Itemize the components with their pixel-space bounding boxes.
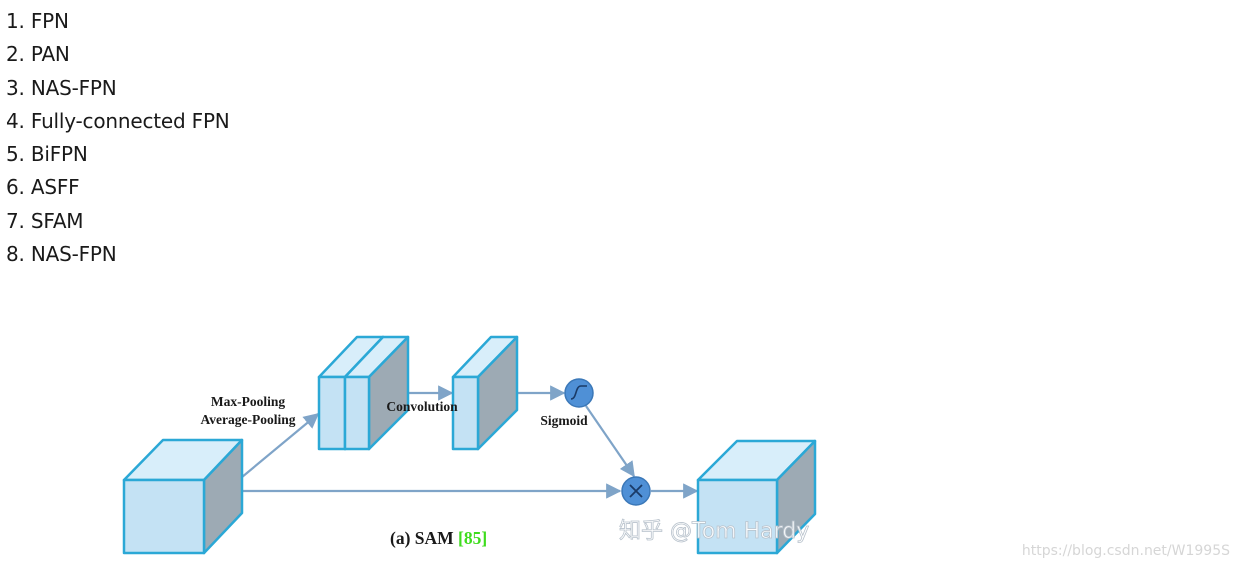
pooled-feature-slab-avg — [343, 335, 410, 451]
list-item: 6. ASFF — [6, 171, 230, 204]
list-item: 2. PAN — [6, 38, 230, 71]
average-pooling-label: Average-Pooling — [201, 412, 296, 427]
multiply-node — [621, 476, 651, 506]
output-feature-cube — [696, 439, 817, 555]
max-pooling-label: Max-Pooling — [211, 394, 285, 409]
input-feature-cube — [122, 438, 244, 555]
list-item: 1. FPN — [6, 5, 230, 38]
caption-prefix: (a) SAM — [390, 528, 458, 548]
list-item-label: PAN — [30, 42, 70, 67]
list-item-label: BiFPN — [30, 142, 88, 167]
list-item-label: NAS-FPN — [30, 75, 117, 100]
list-item-label: ASFF — [30, 175, 80, 200]
list-item-number: 5. — [6, 142, 25, 167]
caption-citation: [85] — [458, 528, 487, 548]
list-item-number: 1. — [6, 9, 25, 33]
list-item: 8. NAS-FPN — [6, 238, 230, 271]
zhihu-watermark: 知乎 @Tom Hardy — [619, 519, 809, 544]
list-item-label: Fully-connected FPN — [30, 108, 230, 133]
list-item-label: NAS-FPN — [30, 242, 117, 267]
list-item: 7. SFAM — [6, 205, 230, 238]
conv-output-slab — [451, 335, 519, 451]
sigmoid-label: Sigmoid — [540, 413, 588, 428]
sigmoid-curve-icon — [570, 385, 587, 400]
list-item-number: 2. — [6, 42, 25, 67]
list-item-number: 8. — [6, 242, 25, 267]
list-item-number: 7. — [6, 208, 25, 233]
list-item-number: 6. — [6, 175, 25, 200]
neck-methods-list: 1. FPN 2. PAN 3. NAS-FPN 4. Fully-connec… — [6, 5, 230, 271]
list-item-number: 3. — [6, 75, 25, 100]
list-item: 3. NAS-FPN — [6, 72, 230, 105]
csdn-watermark: https://blog.csdn.net/W1995S — [1022, 543, 1230, 559]
list-item-label: SFAM — [30, 208, 84, 233]
multiply-icon — [629, 484, 643, 498]
list-item: 4. Fully-connected FPN — [6, 105, 230, 138]
arrow-sigmoid-to-multiply — [585, 405, 635, 478]
convolution-label: Convolution — [386, 399, 458, 414]
figure-caption: (a) SAM [85] — [390, 528, 487, 548]
sigmoid-node — [564, 378, 594, 408]
list-item: 5. BiFPN — [6, 138, 230, 171]
list-item-label: FPN — [30, 9, 69, 33]
list-item-number: 4. — [6, 108, 25, 133]
